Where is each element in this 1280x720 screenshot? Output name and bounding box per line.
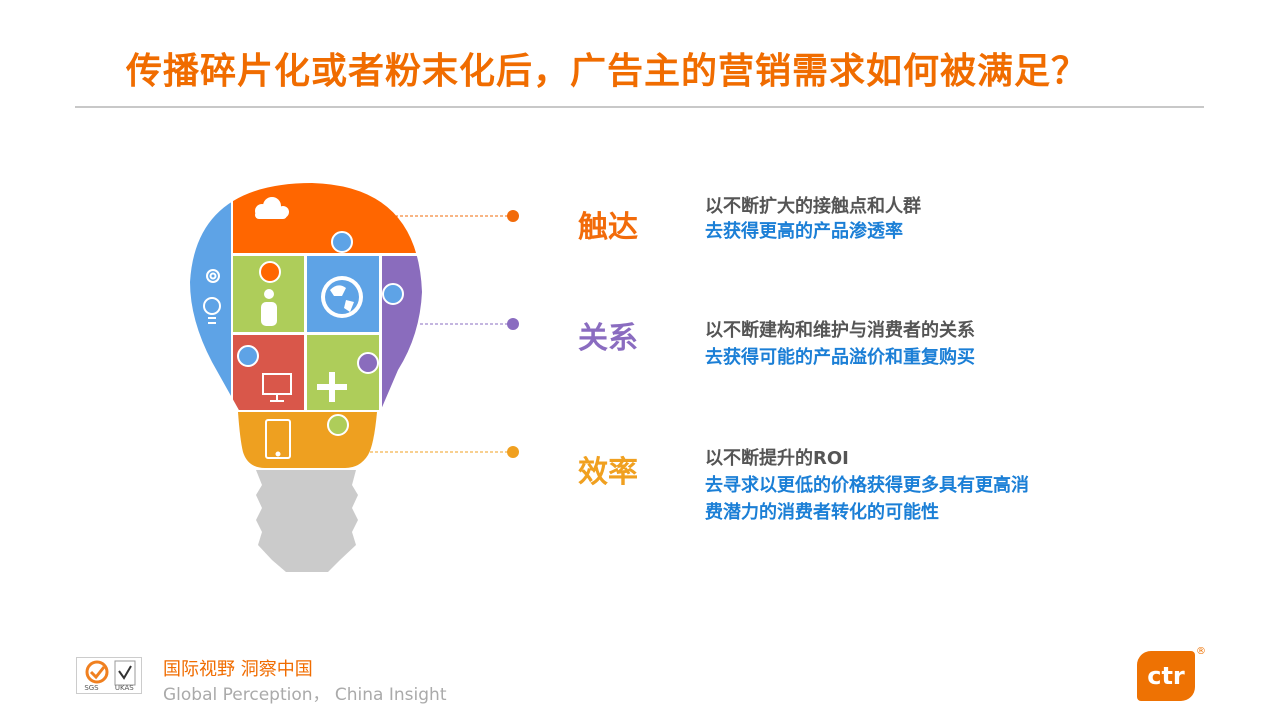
certification-badges: SGS UKAS (76, 657, 142, 694)
person-icon (261, 289, 277, 326)
puzzle-purple-right (382, 256, 422, 412)
relation-goal: 去获得可能的产品溢价和重复购买 (705, 347, 975, 368)
page-title: 传播碎片化或者粉末化后，广告主的营销需求如何被满足？ (126, 51, 1089, 92)
footer-slogan-cn: 国际视野 洞察中国 (163, 659, 313, 680)
label-efficiency: 效率 (578, 455, 638, 490)
reach-desc: 以不断扩大的接触点和人群 (705, 196, 921, 217)
reach-goal: 去获得更高的产品渗透率 (705, 221, 903, 242)
title-divider (75, 106, 1204, 108)
label-reach: 触达 (578, 210, 638, 245)
connector-dot-reach (507, 210, 519, 222)
monitor-icon (262, 373, 292, 402)
cloud-icon (255, 197, 289, 219)
lightbulb-icon (203, 297, 221, 324)
connector-dot-relation (507, 318, 519, 330)
label-relation: 关系 (578, 321, 638, 356)
gear-icon (206, 269, 220, 283)
registered-mark: ® (1196, 646, 1206, 657)
puzzle-orange-bottom (238, 412, 377, 468)
plus-icon (317, 372, 347, 402)
bulb-base (256, 470, 358, 572)
certification-marks-icon (85, 660, 136, 686)
certification-text: SGS UKAS (84, 684, 134, 692)
footer-slogan-en: Global Perception， China Insight (163, 685, 447, 705)
efficiency-goal-2: 费潜力的消费者转化的可能性 (705, 502, 939, 523)
efficiency-desc: 以不断提升的ROI (705, 448, 849, 469)
globe-icon (321, 276, 363, 318)
connector-dot-efficiency (507, 446, 519, 458)
smartphone-icon (265, 419, 291, 459)
ctr-logo: ctr (1137, 651, 1195, 701)
efficiency-goal-1: 去寻求以更低的价格获得更多具有更高消 (705, 475, 1029, 496)
relation-desc: 以不断建构和维护与消费者的关系 (705, 320, 975, 341)
